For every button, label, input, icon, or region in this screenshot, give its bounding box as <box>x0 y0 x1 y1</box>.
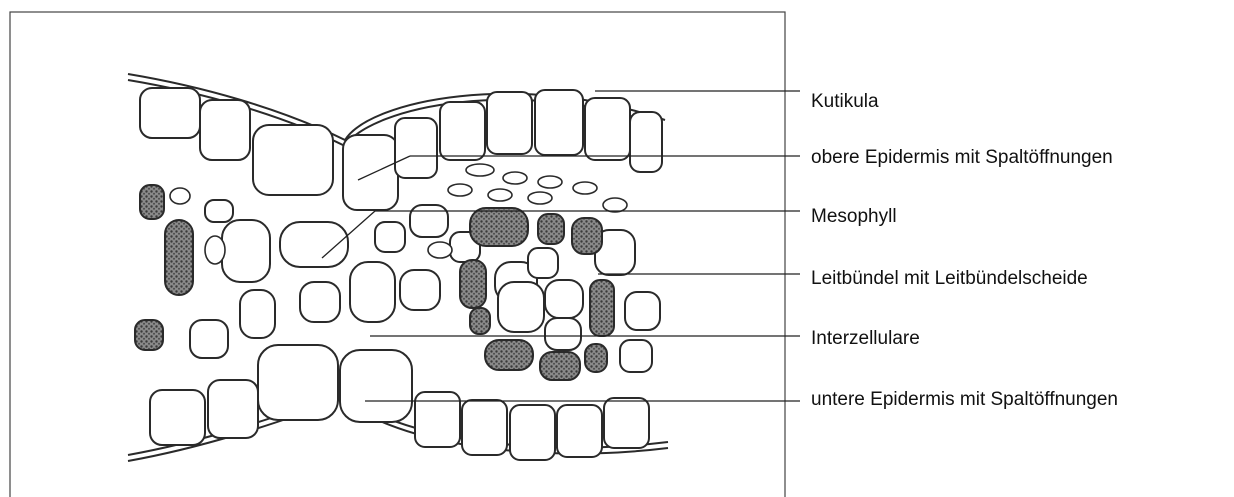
label-mesophyll: Mesophyll <box>811 207 897 226</box>
figure-frame <box>10 12 785 497</box>
label-interzellulare: Interzellulare <box>811 329 920 348</box>
label-obere-epidermis: obere Epidermis mit Spaltöffnungen <box>811 148 1113 167</box>
label-leitbuendel: Leitbündel mit Leitbündelscheide <box>811 269 1088 288</box>
label-kutikula: Kutikula <box>811 92 879 111</box>
vascular-bundle <box>460 208 614 380</box>
left-chloroplast-cells <box>135 185 193 350</box>
label-untere-epidermis: untere Epidermis mit Spaltöffnungen <box>811 390 1118 409</box>
